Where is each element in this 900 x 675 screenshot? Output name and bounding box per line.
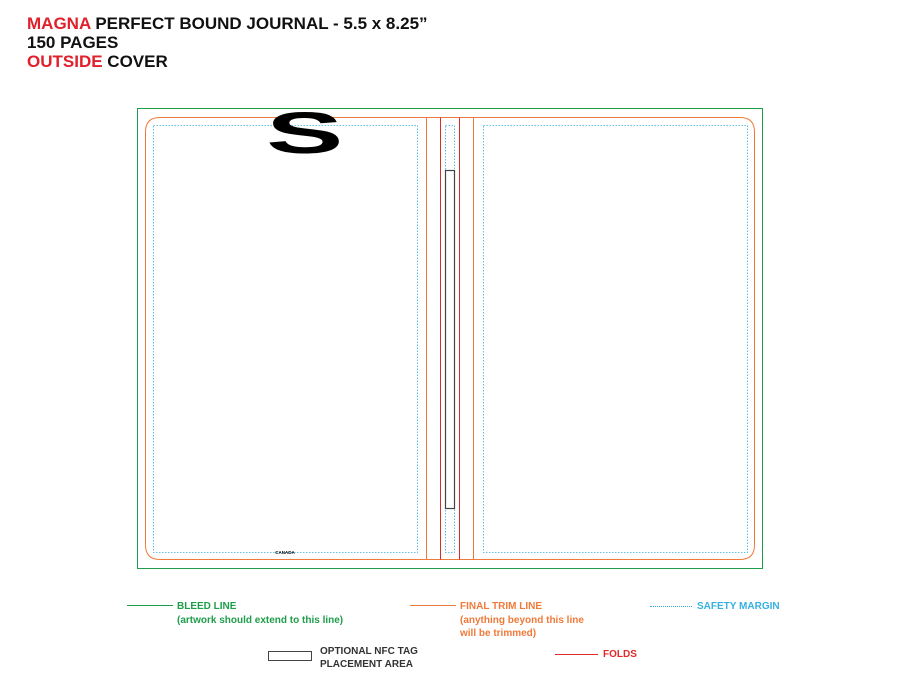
back-cover-label: CANADA [275,550,295,555]
legend-safety-swatch [650,606,692,607]
legend-nfc-title-1: OPTIONAL NFC TAG [320,646,418,657]
title-line-product: MAGNA PERFECT BOUND JOURNAL - 5.5 x 8.25… [27,14,428,33]
legend-trim-note-2: will be trimmed) [460,628,537,639]
legend-trim-title: FINAL TRIM LINE [460,601,543,612]
legend-nfc-title-2: PLACEMENT AREA [320,659,413,670]
legend-bleed-note: (artwork should extend to this line) [177,615,344,626]
legend-safety-title: SAFETY MARGIN [697,601,780,612]
document-title: MAGNA PERFECT BOUND JOURNAL - 5.5 x 8.25… [27,14,428,71]
safety-margin-spine [445,125,455,553]
trim-line [145,117,755,560]
legend-nfc-swatch [268,651,312,661]
side-rest: COVER [102,52,168,71]
page-count: 150 PAGES [27,33,119,52]
legend-trim-swatch [410,605,456,606]
legend-folds-swatch [555,654,598,655]
safety-margin-front [483,125,748,553]
logo-mark: S [266,101,343,166]
side-accent: OUTSIDE [27,52,103,71]
legend-bleed-title: BLEED LINE [177,601,237,612]
product-name: PERFECT BOUND JOURNAL - 5.5 x 8.25” [90,14,428,33]
bleed-line [137,108,763,569]
safety-margin-back [153,125,418,553]
legend-folds-title: FOLDS [603,649,637,660]
legend-bleed-swatch [127,605,173,606]
nfc-placement-area [444,169,456,510]
brand-name: MAGNA [27,14,91,33]
title-line-side: OUTSIDE COVER [27,52,428,71]
legend-trim-note-1: (anything beyond this line [460,615,584,626]
